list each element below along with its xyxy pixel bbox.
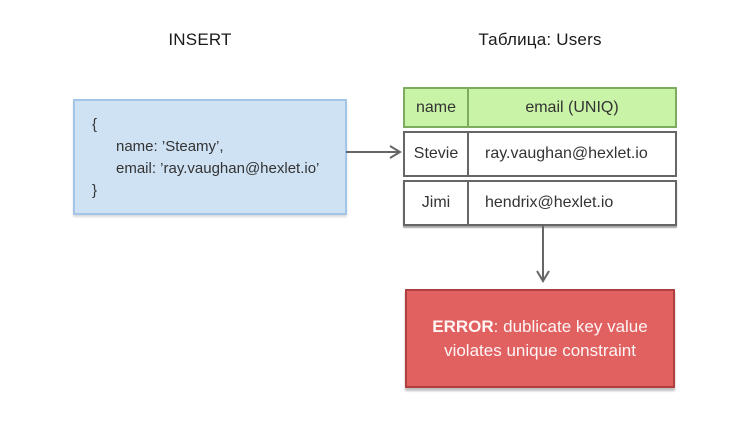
table-row: Stevie ray.vaughan@hexlet.io: [403, 131, 677, 177]
code-line-close-brace: }: [92, 182, 98, 199]
users-table-title: Таблица: Users: [478, 30, 602, 49]
header-cell-email: email (UNIQ): [525, 98, 619, 116]
cell-name: Jimi: [405, 182, 469, 224]
error-line-1: ERROR: dublicate key value: [432, 315, 647, 339]
insert-title: INSERT: [168, 30, 232, 49]
users-table: name email (UNIQ) Stevie ray.vaughan@hex…: [403, 87, 677, 229]
header-cell-name: name: [405, 89, 469, 126]
error-message-part: : dublicate key value: [493, 316, 648, 336]
error-line-2: violates unique constraint: [444, 340, 636, 360]
table-row: Jimi hendrix@hexlet.io: [403, 180, 677, 226]
code-line-name: name: ’Steamy’,: [116, 138, 224, 155]
arrow-right-icon: [346, 145, 402, 159]
cell-email: ray.vaughan@hexlet.io: [485, 145, 648, 162]
code-line-open-brace: {: [92, 116, 98, 133]
cell-email: hendrix@hexlet.io: [485, 194, 614, 211]
insert-payload-box: { name: ’Steamy’, email: ’ray.vaughan@he…: [73, 99, 347, 215]
table-header-row: name email (UNIQ): [403, 87, 677, 128]
code-line-email: email: ’ray.vaughan@hexlet.io’: [116, 160, 320, 177]
cell-name: Stevie: [405, 133, 469, 175]
arrow-down-icon: [536, 226, 550, 283]
error-label: ERROR: [432, 316, 494, 336]
error-box: ERROR: dublicate key value violates uniq…: [405, 289, 675, 388]
